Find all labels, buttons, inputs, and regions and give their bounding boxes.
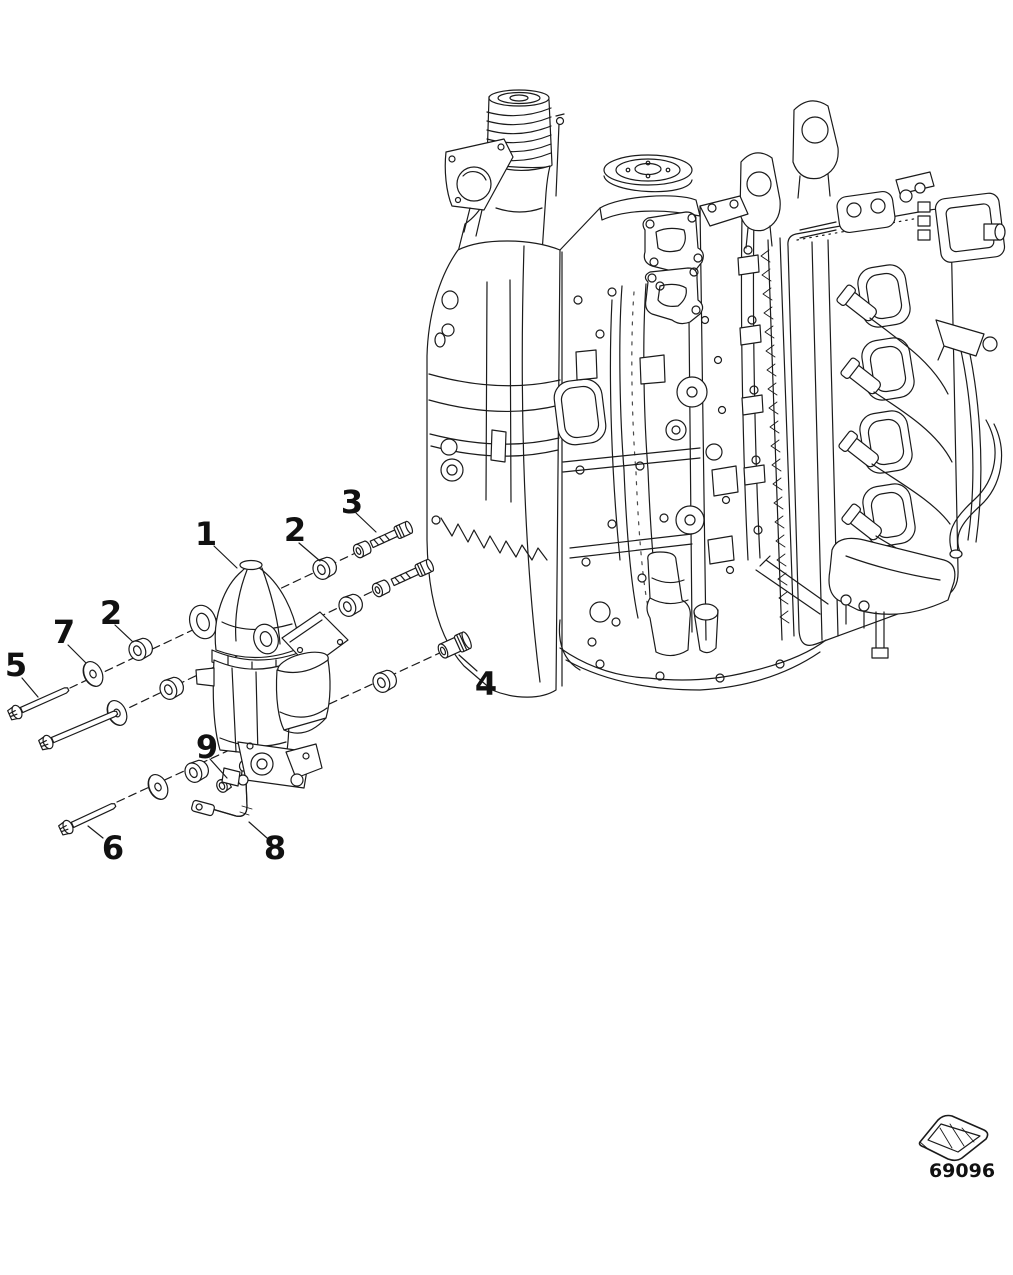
callout-labels: 1 2 3 2 7 5 4 9 6 8 (5, 483, 497, 867)
callout-4: 4 (475, 665, 497, 703)
long-bolt-middle (38, 710, 119, 751)
callout-1: 1 (195, 515, 217, 553)
sleeve-lower (371, 579, 391, 598)
callout-6: 6 (102, 829, 124, 867)
figure-footer: 69096 (918, 1114, 995, 1182)
callout-leader-lines (21, 512, 478, 839)
callout-2-upper: 2 (284, 511, 306, 549)
long-bolt-6 (58, 803, 117, 836)
rubber-grommets (128, 556, 398, 783)
sleeve-upper (352, 540, 372, 559)
boat-hull-icon (918, 1114, 989, 1162)
starter-motor-assembly (188, 559, 349, 789)
block-bolts (573, 281, 735, 647)
callout-5: 5 (5, 646, 27, 684)
engine-illustration (426, 89, 1006, 698)
callout-9: 9 (196, 728, 218, 766)
callout-2-left: 2 (100, 594, 122, 632)
spark-plug-ports (836, 264, 916, 547)
callout-8: 8 (264, 829, 286, 867)
callout-7: 7 (53, 613, 75, 651)
long-bolt-5 (7, 687, 70, 721)
flat-washers (82, 661, 169, 800)
mounting-bolt-3a (369, 520, 414, 549)
callout-3: 3 (341, 483, 363, 521)
figure-number: 69096 (929, 1160, 995, 1182)
spacer-bolt-4 (437, 631, 472, 659)
mounting-bolt-3b (390, 558, 435, 587)
